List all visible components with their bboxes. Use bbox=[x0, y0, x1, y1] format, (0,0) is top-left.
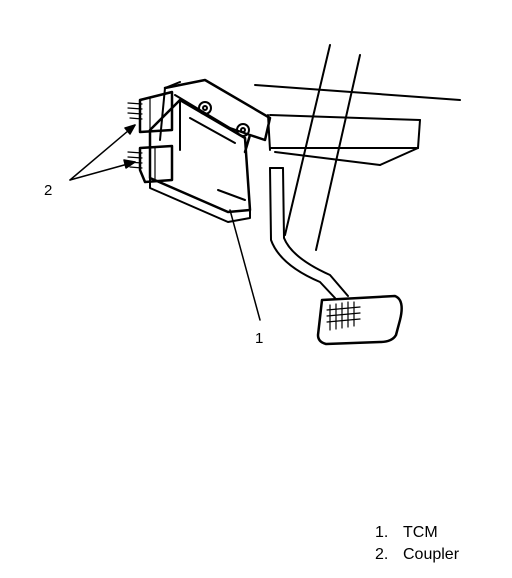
pedal-pad-grip bbox=[326, 301, 361, 331]
callout-1-label: 1 bbox=[255, 330, 264, 347]
legend-text: TCM bbox=[403, 524, 438, 541]
brake-pedal bbox=[269, 167, 403, 346]
legend-number: 1. bbox=[375, 524, 389, 541]
leader-2-lower bbox=[69, 161, 136, 181]
leader-2-upper bbox=[69, 124, 136, 181]
leader-1 bbox=[229, 209, 261, 321]
leader-lines bbox=[69, 124, 261, 321]
legend: 1. TCM 2. Coupler bbox=[375, 522, 459, 566]
callout-2-label: 2 bbox=[44, 182, 53, 199]
steering-column bbox=[284, 44, 361, 251]
legend-item-coupler: 2. Coupler bbox=[375, 544, 459, 566]
coupler-upper bbox=[127, 90, 174, 134]
tcm-module bbox=[148, 78, 272, 223]
dash-crossmember bbox=[254, 84, 461, 166]
legend-text: Coupler bbox=[403, 546, 460, 563]
legend-number: 2. bbox=[375, 546, 389, 563]
legend-item-tcm: 1. TCM bbox=[375, 522, 459, 544]
arrow-2-lower bbox=[123, 159, 136, 169]
arrow-2-upper bbox=[124, 124, 136, 135]
